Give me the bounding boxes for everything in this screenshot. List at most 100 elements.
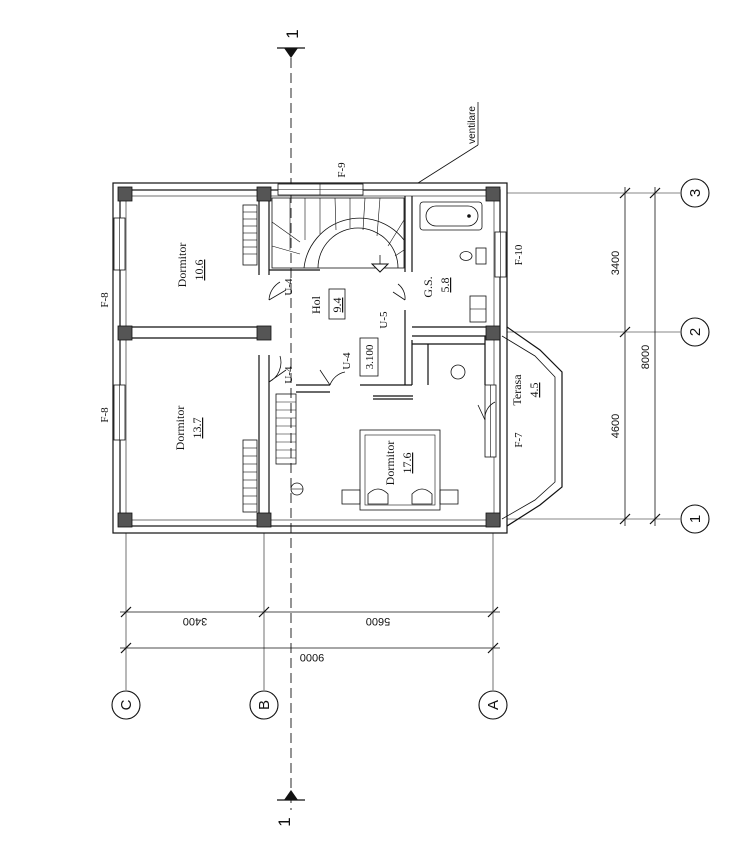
room-name: Dormitor <box>383 441 397 486</box>
door-u4-center <box>319 369 346 386</box>
outer-walls <box>112 182 508 534</box>
radiator-dormitor-2 <box>242 439 258 513</box>
dimension-5600-bottom: 5600 <box>366 615 390 627</box>
room-hol-area-box <box>328 288 346 320</box>
columns <box>117 186 501 528</box>
tick <box>619 326 631 338</box>
nightstand-left <box>341 489 361 505</box>
tick <box>619 513 631 525</box>
room-dormitor-3: Dormitor 17.6 <box>383 441 414 486</box>
tick <box>120 606 132 618</box>
tick <box>487 606 499 618</box>
room-area: 5.8 <box>438 278 452 293</box>
stair-inner-curve <box>317 227 399 269</box>
column-c1 <box>117 512 133 528</box>
tick <box>649 187 661 199</box>
room-name: Dormitor <box>175 243 189 288</box>
column-b1 <box>256 512 272 528</box>
room-labels: Dormitor 10.6 Dormitor 13.7 Dormitor 17.… <box>173 243 541 486</box>
level-mark: 3.100 <box>364 344 376 369</box>
pillow-right <box>411 488 433 505</box>
outer-wall-inner-face <box>119 189 501 527</box>
room-name: Dormitor <box>173 406 187 451</box>
staircase <box>271 197 405 273</box>
dimension-4600-right: 4600 <box>610 414 622 438</box>
column-a1 <box>485 512 501 528</box>
label-f7: F-7 <box>513 432 525 448</box>
label-u4-top: U-4 <box>283 278 295 296</box>
tick <box>258 606 270 618</box>
section-marker-bottom-arrow <box>284 790 298 800</box>
toilet-bowl <box>459 251 473 261</box>
level-mark-box <box>359 337 379 377</box>
nightstand-right <box>439 489 459 505</box>
tick <box>619 187 631 199</box>
toilet-tank <box>475 247 487 265</box>
label-f8-top: F-8 <box>99 292 111 308</box>
radiators <box>242 204 304 513</box>
terrace-outline <box>506 326 563 527</box>
tick <box>649 513 661 525</box>
axis-bubble-c: C <box>111 690 141 720</box>
terrace-inner <box>501 335 556 520</box>
label-f8-bottom: F-8 <box>99 407 111 423</box>
column-b2 <box>256 325 272 341</box>
stair-direction-arrow <box>370 263 390 273</box>
stair-tread <box>394 249 405 257</box>
pillow-left <box>367 488 389 505</box>
column-a3 <box>485 186 501 202</box>
ventilation-label: ventilare <box>467 106 478 144</box>
axis-label: C <box>118 699 135 710</box>
wardrobe-hall-lines <box>276 401 296 459</box>
door-u5 <box>392 283 406 301</box>
axis-bubble-a: A <box>478 690 508 720</box>
label-f10: F-10 <box>513 244 525 265</box>
door-u4-lower <box>268 355 287 383</box>
column-b3 <box>256 186 272 202</box>
door-f7 <box>477 401 496 421</box>
floor-drain <box>450 364 466 380</box>
tick <box>120 642 132 654</box>
axis-label: 2 <box>687 328 704 336</box>
section-marker-top-arrow <box>284 48 298 58</box>
door-u4-upper <box>268 281 287 301</box>
room-area: 9.4 <box>330 298 344 313</box>
room-hol: Hol 9.4 <box>309 288 346 320</box>
axis-bubbles-lettered: C B A <box>111 690 508 720</box>
section-label-bottom: 1 <box>275 817 294 826</box>
axis-label: A <box>485 700 502 710</box>
dimension-8000-right: 8000 <box>640 345 652 369</box>
opening-labels: F-9 F-10 F-8 F-8 F-7 U-4 U-4 U-4 U-5 3.1… <box>99 162 525 448</box>
wardrobe-hall <box>275 393 297 465</box>
stair-tread <box>271 245 301 255</box>
axis-bubble-b: B <box>249 690 279 720</box>
axis-label: B <box>256 700 273 710</box>
room-area: 17.6 <box>400 453 414 474</box>
stair-tread <box>387 219 405 247</box>
axis-bubble-2: 2 <box>680 317 710 347</box>
bathroom-fixtures <box>419 201 487 380</box>
bed <box>341 429 459 511</box>
ventilation-note: ventilare <box>417 102 479 184</box>
stair-outer-curve <box>303 217 405 269</box>
axis-bubble-3: 3 <box>680 178 710 208</box>
bathtub-drain <box>467 214 471 218</box>
room-area: 13.7 <box>190 418 204 439</box>
stair-tread <box>271 221 301 243</box>
room-area: 4.5 <box>527 383 541 398</box>
axis-bubbles-numbered: 3 2 1 <box>680 178 710 534</box>
stair-well <box>271 197 405 269</box>
radiator-dormitor-2-fins <box>243 447 257 505</box>
ventilation-leader <box>417 144 479 184</box>
dimensions-bottom: 3400 5600 9000 <box>120 533 500 690</box>
windows <box>113 183 507 458</box>
room-dormitor-1: Dormitor 10.6 <box>175 243 206 288</box>
dimension-9000-bottom: 9000 <box>300 651 324 663</box>
outer-wall-finish <box>125 195 495 521</box>
room-name: G.S. <box>421 276 435 297</box>
label-f9: F-9 <box>336 162 348 178</box>
label-u4-bottom: U-4 <box>283 366 295 384</box>
axis-label: 1 <box>687 515 704 523</box>
bed-frame <box>359 429 441 511</box>
section-label-top: 1 <box>283 29 302 38</box>
